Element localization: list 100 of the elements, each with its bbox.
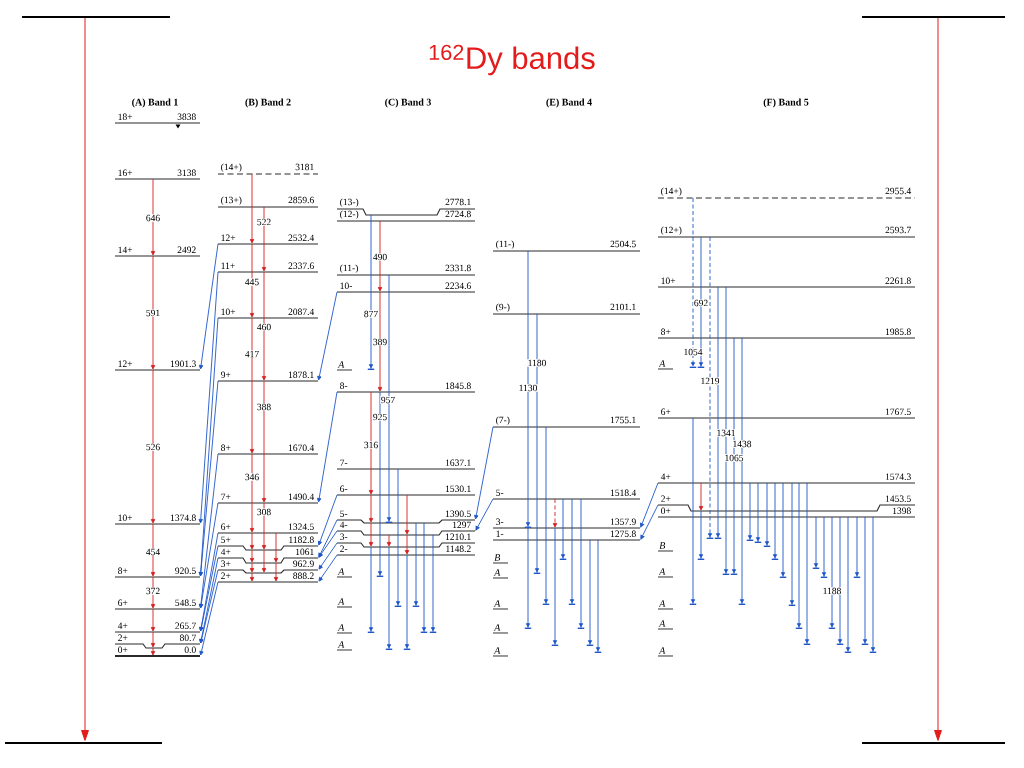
- arrow: [861, 516, 869, 645]
- arrow: [697, 236, 705, 368]
- arrow: [844, 516, 852, 653]
- edge-label: 646: [145, 214, 161, 222]
- arrow: [318, 542, 338, 570]
- energy-level: (14+) 2955.4: [657, 187, 916, 199]
- edge-label: 957: [380, 396, 396, 404]
- energy-level: 4+ 1574.3: [657, 473, 916, 484]
- arrow: [812, 516, 820, 569]
- energy-level: 7- 1637.1: [336, 459, 476, 470]
- arrow: [640, 504, 659, 540]
- connector-line: [275, 532, 277, 551]
- arrow: [150, 178, 156, 256]
- edge-label: 454: [145, 548, 161, 556]
- arrow: [273, 549, 279, 563]
- arrow: [706, 236, 714, 539]
- arrow: [199, 502, 219, 609]
- arrow: [689, 197, 697, 368]
- arrow: [198, 243, 219, 370]
- level-label: A: [492, 647, 509, 657]
- arrow: [150, 576, 156, 609]
- level-label: A: [336, 361, 353, 371]
- edge-label: 1341: [715, 429, 737, 437]
- arrow: [754, 482, 762, 543]
- arrow: [795, 482, 803, 629]
- arrow: [377, 291, 383, 392]
- energy-level: 2+ 888.2: [217, 572, 319, 583]
- level-label: A: [657, 568, 674, 578]
- edge-label: 1188: [822, 587, 842, 595]
- energy-level: 0+ 0.0: [114, 646, 201, 657]
- arrow: [318, 554, 338, 582]
- energy-level: 18+ 3838: [114, 113, 201, 124]
- edge-label: 591: [145, 309, 161, 317]
- arrow: [249, 532, 255, 550]
- connector-line: [275, 562, 277, 574]
- arrow: [198, 380, 219, 577]
- arrow: [474, 426, 494, 520]
- energy-level: 10+ 1374.8: [114, 514, 201, 525]
- arrow: [412, 522, 420, 607]
- arrow: [404, 546, 410, 555]
- arrow: [586, 539, 594, 646]
- arrow: [368, 534, 374, 547]
- arrow: [150, 647, 156, 656]
- level-label: A: [336, 598, 353, 608]
- edge-label: 877: [363, 310, 379, 318]
- arrow: [385, 274, 393, 523]
- level-label: A: [336, 624, 353, 634]
- energy-level: (13+) 2859.6: [217, 196, 319, 208]
- level-label: A: [657, 647, 674, 657]
- edge-label: 316: [363, 441, 379, 449]
- energy-level: 9+ 1878.1: [217, 371, 319, 382]
- arrow: [367, 546, 375, 633]
- arrow: [249, 572, 255, 582]
- connector-line: [406, 494, 408, 524]
- edge-label: 1054: [682, 348, 704, 356]
- energy-level: 12+ 2532.4: [217, 234, 319, 245]
- edge-label: 372: [145, 587, 161, 595]
- level-label: A: [657, 360, 674, 370]
- arrow: [249, 549, 255, 563]
- energy-level: (11-) 2504.5: [492, 240, 641, 252]
- energy-level: 7+ 1490.4: [217, 493, 319, 504]
- level-label: A: [336, 641, 353, 651]
- edge-label: 692: [693, 299, 709, 307]
- energy-level: 6- 1530.1: [336, 485, 476, 496]
- arrow: [261, 206, 267, 272]
- arrow: [771, 482, 779, 560]
- arrow: [722, 286, 730, 575]
- arrow: [403, 554, 411, 650]
- arrow: [249, 243, 255, 318]
- arrow: [836, 516, 844, 645]
- energy-level: 10- 2234.6: [336, 282, 476, 293]
- arrow: [533, 313, 541, 574]
- arrow: [551, 527, 559, 646]
- energy-level: 6+ 1324.5: [217, 523, 319, 534]
- edge-label: 388: [256, 403, 272, 411]
- arrow: [429, 534, 437, 633]
- arrow: [542, 426, 550, 605]
- arrow: [763, 482, 771, 547]
- edge-label: 417: [244, 350, 260, 358]
- level-label: A: [492, 624, 509, 634]
- arrow: [853, 516, 861, 578]
- energy-level: (7-) 1755.1: [492, 416, 641, 428]
- edge-label: 445: [244, 278, 260, 286]
- energy-level: (9-) 2101.1: [492, 303, 641, 315]
- band-heading: (E) Band 4: [546, 98, 592, 108]
- arrow: [317, 494, 338, 546]
- energy-level: 8- 1845.8: [336, 382, 476, 393]
- energy-level: 6+ 548.5: [114, 599, 201, 610]
- edge-label: 1065: [723, 454, 745, 462]
- arrow: [261, 562, 267, 573]
- edge-label: 1130: [518, 384, 538, 392]
- arrow: [368, 494, 374, 523]
- edge-label: 1438: [731, 440, 753, 448]
- arrow: [524, 250, 532, 528]
- arrow: [689, 417, 697, 605]
- energy-level: 0+ 1398: [657, 507, 916, 518]
- arrow: [475, 498, 494, 531]
- energy-level: 6+ 1767.5: [657, 408, 916, 419]
- arrow: [150, 631, 156, 648]
- arrow: [577, 498, 585, 629]
